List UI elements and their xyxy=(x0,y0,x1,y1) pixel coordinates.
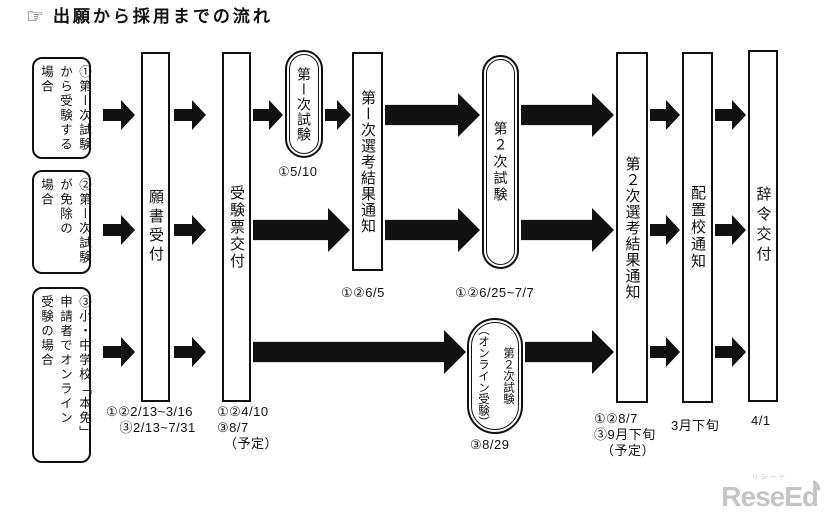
date-exam2-online: ③8/29 xyxy=(470,437,510,452)
reseed-logo: リシード ReseEd xyxy=(721,474,823,512)
flow-arrow xyxy=(253,100,283,130)
flow-arrow xyxy=(521,93,614,137)
stage-exam1: 第ー次試験 xyxy=(285,50,323,158)
case-box-2: ②第ー次試験 が免除の 場合 xyxy=(32,170,91,274)
stage-exam1-label: 第ー次試験 xyxy=(296,66,312,142)
flow-arrow xyxy=(521,208,614,252)
flow-arrow xyxy=(715,100,746,130)
stage-appointment: 辞令交付 xyxy=(748,50,778,402)
flow-arrow xyxy=(174,337,206,367)
flow-arrow xyxy=(715,337,746,367)
stage-result1-label: 第ー次選考結果通知 xyxy=(359,89,376,234)
flow-arrow xyxy=(650,100,680,130)
stage-ticket: 受験票交付 xyxy=(222,52,251,402)
stage-placement-label: 配置校通知 xyxy=(689,185,706,270)
flow-arrow xyxy=(325,100,351,130)
stage-exam2-label: 第２次試験 xyxy=(492,120,509,204)
flow-arrow xyxy=(174,100,206,130)
date-result1: ①②6/5 xyxy=(341,285,385,300)
flow-arrow xyxy=(715,215,746,245)
flow-arrow xyxy=(385,208,480,252)
case-box-3: ③小・中学校「本免」 申請者でオンライン 受験の場合 xyxy=(32,287,91,463)
reseed-logo-text: ReseEd xyxy=(721,479,823,512)
flow-arrow xyxy=(385,93,480,137)
stage-result1: 第ー次選考結果通知 xyxy=(352,52,383,271)
stage-result2: 第２次選考結果通知 xyxy=(616,52,648,403)
stage-application-label: 願書受付 xyxy=(147,189,164,265)
date-appointment: 4/1 xyxy=(751,413,771,428)
date-placement: 3月下旬 xyxy=(671,418,720,433)
case-box-2-label: ②第ー次試験 が免除の 場合 xyxy=(39,178,91,265)
flow-arrow xyxy=(525,330,614,374)
flow-arrow xyxy=(253,208,350,252)
stage-exam2-online-label: 第２次試験 （オンライン受験） xyxy=(477,324,514,428)
flow-arrow xyxy=(650,337,680,367)
flow-arrow xyxy=(103,100,135,130)
page-title: ☞ 出願から採用までの流れ xyxy=(26,6,273,28)
page-title-text: 出願から採用までの流れ xyxy=(52,7,273,26)
leaf-icon xyxy=(810,479,823,492)
reseed-logo-ruby: リシード xyxy=(751,474,788,481)
stage-result2-label: 第２次選考結果通知 xyxy=(623,155,641,300)
date-application: ①②2/13~3/16 ③2/13~7/31 xyxy=(106,404,196,435)
case-box-1: ①第ー次試験 から受験する 場合 xyxy=(32,57,91,159)
date-exam1: ①5/10 xyxy=(278,164,318,179)
pointing-hand-icon: ☞ xyxy=(26,6,44,28)
date-exam2: ①②6/25~7/7 xyxy=(455,285,535,300)
stage-application: 願書受付 xyxy=(141,52,170,402)
case-box-1-label: ①第ー次試験 から受験する 場合 xyxy=(39,65,91,152)
date-result2: ①②8/7 ③9月下旬 （予定） xyxy=(594,411,656,458)
flow-arrow xyxy=(253,330,466,374)
stage-ticket-label: 受験票交付 xyxy=(228,184,245,270)
stage-placement: 配置校通知 xyxy=(682,52,713,403)
flow-arrow xyxy=(650,215,680,245)
stage-exam2-online: 第２次試験 （オンライン受験） xyxy=(467,318,523,434)
flow-arrow xyxy=(174,215,206,245)
stage-exam2: 第２次試験 xyxy=(482,55,519,269)
flow-arrow xyxy=(103,337,135,367)
date-ticket: ①②4/10 ③8/7 （予定） xyxy=(217,404,279,451)
stage-appointment-label: 辞令交付 xyxy=(754,186,772,266)
case-box-3-label: ③小・中学校「本免」 申請者でオンライン 受験の場合 xyxy=(39,295,91,440)
flow-arrow xyxy=(103,215,135,245)
